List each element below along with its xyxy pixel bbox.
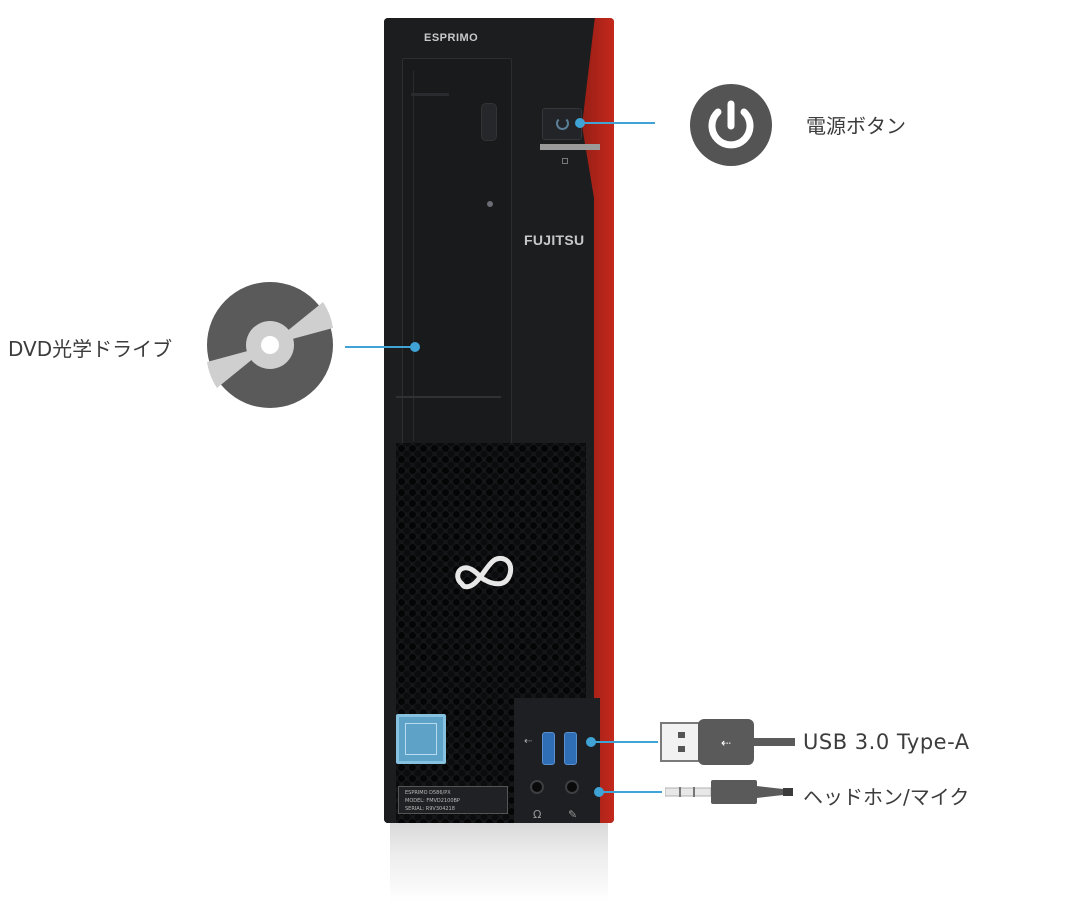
usb-port-1[interactable]	[542, 732, 555, 765]
processor-badge-inner	[405, 723, 437, 755]
esprimo-logo: ESPRIMO	[424, 32, 479, 44]
audio-label: ヘッドホン/マイク	[803, 785, 970, 809]
usb-label: USB 3.0 Type-A	[803, 730, 970, 754]
fujitsu-infinity-icon	[455, 556, 514, 590]
power-callout-line	[580, 122, 655, 124]
dvd-callout-dot	[410, 342, 420, 352]
power-glyph-icon	[556, 117, 569, 130]
dvd-callout-line	[345, 346, 415, 348]
model-line-1: ESPRIMO D586/PX	[405, 790, 451, 796]
fujitsu-logo: FUJITSU	[524, 232, 585, 248]
microphone-jack[interactable]	[565, 780, 579, 794]
disc-slot	[411, 93, 449, 96]
model-sticker: ESPRIMO D586/PX MODEL: FMVD2100BP SERIAL…	[398, 786, 508, 814]
usb-symbol-icon: ⇠	[524, 736, 533, 747]
floor-reflection	[390, 823, 608, 903]
drive-activity-led	[487, 201, 493, 207]
microphone-icon: ✎	[568, 808, 578, 821]
svg-text:⇠: ⇠	[721, 736, 731, 750]
front-io-panel	[514, 698, 600, 823]
model-line-3: SERIAL: R9V304218	[405, 806, 455, 812]
processor-badge	[396, 714, 446, 764]
audio-plug-icon	[665, 780, 793, 804]
optical-drive-tray	[413, 71, 511, 441]
eject-button[interactable]	[481, 103, 497, 141]
power-indicator-strip	[540, 144, 600, 150]
optical-drive-bay	[402, 58, 512, 448]
audio-callout-dot	[594, 787, 604, 797]
audio-callout-line	[600, 791, 662, 793]
power-button-label: 電源ボタン	[806, 114, 906, 138]
power-icon	[690, 84, 772, 166]
dvd-drive-label: DVD光学ドライブ	[8, 337, 173, 361]
headphone-icon: Ω	[533, 808, 542, 821]
model-line-2: MODEL: FMVD2100BP	[405, 798, 460, 804]
usb-plug-icon: ⇠	[660, 719, 795, 765]
headphone-jack[interactable]	[530, 780, 544, 794]
desktop-tower: ESPRIMO FUJITSU ESPRIMO D586/PX MODEL: F…	[384, 18, 614, 823]
usb-callout-dot	[586, 737, 596, 747]
hdd-led-icon	[562, 158, 568, 164]
usb-port-2[interactable]	[564, 732, 577, 765]
usb-callout-line	[592, 741, 658, 743]
drive-bay-edge	[396, 396, 501, 398]
disc-icon	[207, 282, 333, 408]
